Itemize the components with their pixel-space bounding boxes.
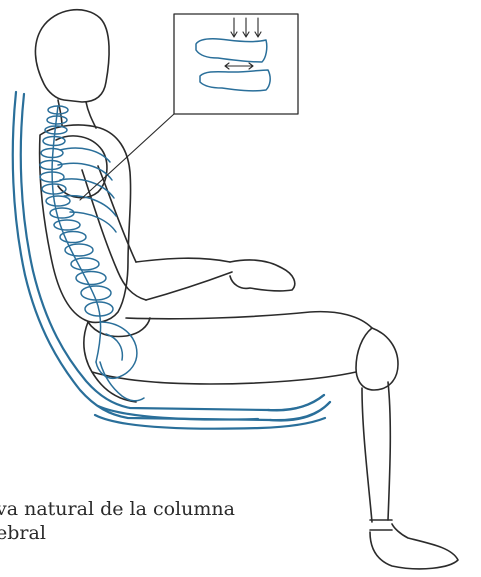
chair-backrest-outer — [13, 92, 330, 420]
thigh-lower — [92, 372, 356, 384]
inset-frame — [174, 14, 298, 114]
inset-vertebra-top — [196, 39, 267, 62]
shoulder — [56, 136, 107, 198]
hand — [230, 260, 295, 291]
upper-arm — [82, 166, 146, 300]
sacrum — [100, 362, 144, 401]
inset-vertebra-bottom — [200, 70, 270, 91]
seated-figure — [35, 10, 458, 569]
chair — [13, 92, 330, 429]
hip — [88, 318, 150, 336]
shift-arrow-icon — [225, 63, 253, 69]
thigh-upper — [126, 312, 372, 328]
figure-caption: va natural de la columna ebral — [0, 497, 326, 545]
ankle — [370, 520, 392, 530]
pressure-arrows — [231, 18, 261, 37]
forearm — [136, 258, 232, 300]
knee — [356, 328, 398, 390]
vertebrae — [40, 106, 113, 316]
shin — [362, 382, 390, 522]
vertebra-detail-inset — [80, 14, 298, 200]
buttock — [84, 322, 136, 402]
head — [35, 10, 109, 102]
